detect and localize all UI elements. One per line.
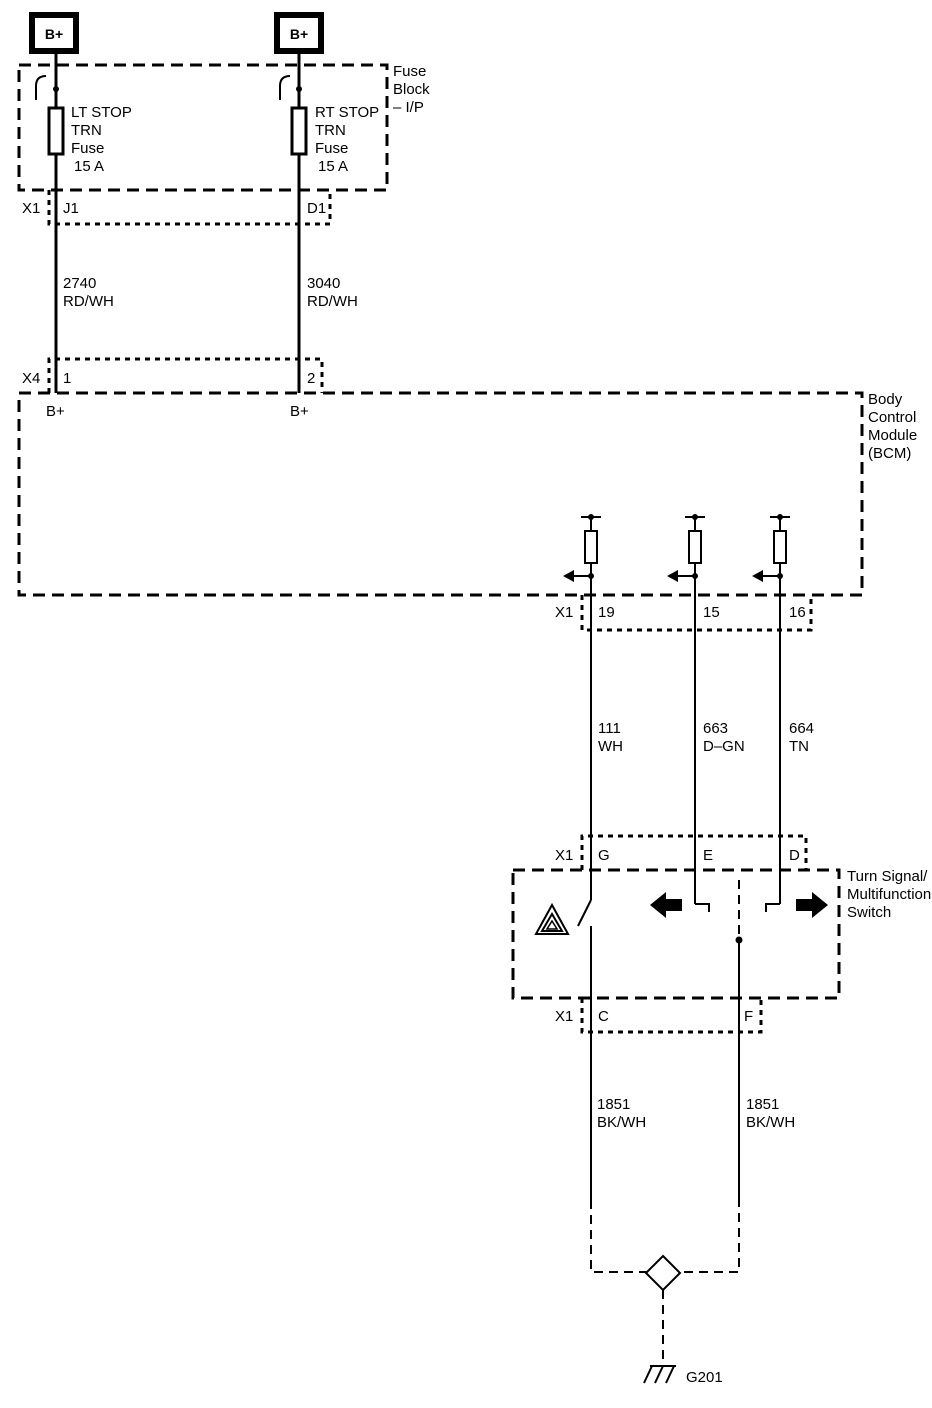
wire-label-1851-f: 1851 BK/WH [746, 1096, 795, 1131]
turn-signal-switch-housing [511, 868, 841, 1000]
svg-text:Multifunction: Multifunction [847, 886, 931, 903]
fuse-left-label: LT STOP TRN Fuse 15 A [71, 104, 132, 175]
bcm-terminal-left: B+ [46, 403, 65, 420]
svg-text:1: 1 [63, 370, 71, 387]
svg-text:F: F [744, 1008, 753, 1025]
svg-text:1851: 1851 [746, 1096, 779, 1113]
svg-text:1851: 1851 [597, 1096, 630, 1113]
svg-text:Fuse: Fuse [393, 63, 426, 80]
svg-text:RD/WH: RD/WH [63, 293, 114, 310]
power-label-right: B+ [290, 26, 308, 42]
bus-hook-left [35, 75, 47, 100]
wire-label-2740: 2740 RD/WH [63, 275, 114, 310]
svg-text:X4: X4 [22, 370, 40, 387]
svg-text:X1: X1 [555, 847, 573, 864]
left-turn-contact [695, 903, 710, 912]
svg-text:Control: Control [868, 409, 916, 426]
power-source-left: B+ [29, 12, 79, 54]
hazard-switch-contact [577, 899, 592, 1032]
turn-signal-switch-label: Turn Signal/ Multifunction Switch [847, 868, 931, 921]
svg-text:111: 111 [598, 720, 621, 737]
connector-bcm-x4: X4 1 2 [22, 357, 324, 393]
svg-text:Body: Body [868, 391, 903, 408]
svg-text:RD/WH: RD/WH [307, 293, 358, 310]
ground-splice-diamond [644, 1254, 682, 1292]
connector-fuse-block-x1: X1 J1 D1 [22, 190, 332, 226]
wire-label-3040: 3040 RD/WH [307, 275, 358, 310]
svg-text:Switch: Switch [847, 904, 891, 921]
fuse-symbol-right [290, 106, 308, 156]
bcm-housing [17, 391, 864, 597]
svg-text:G: G [598, 847, 610, 864]
bcm-terminal-right: B+ [290, 403, 309, 420]
svg-text:19: 19 [598, 604, 615, 621]
svg-text:Fuse: Fuse [315, 140, 348, 157]
svg-text:15 A: 15 A [318, 158, 348, 175]
svg-text:663: 663 [703, 720, 728, 737]
svg-text:2: 2 [307, 370, 315, 387]
splice-dot-left [53, 86, 59, 92]
fuse-right-label: RT STOP TRN Fuse 15 A [315, 104, 379, 175]
svg-text:15 A: 15 A [74, 158, 104, 175]
svg-text:BK/WH: BK/WH [746, 1114, 795, 1131]
fuse-symbol-left [47, 106, 65, 156]
svg-text:D–GN: D–GN [703, 738, 745, 755]
svg-text:664: 664 [789, 720, 814, 737]
svg-text:2740: 2740 [63, 275, 96, 292]
svg-text:– I/P: – I/P [393, 99, 424, 116]
svg-text:D1: D1 [307, 200, 326, 217]
svg-text:TN: TN [789, 738, 809, 755]
left-turn-arrow-icon [650, 892, 682, 918]
wire-label-664: 664 TN [789, 720, 814, 755]
svg-text:15: 15 [703, 604, 720, 621]
svg-text:(BCM): (BCM) [868, 445, 911, 462]
wire-label-663: 663 D–GN [703, 720, 745, 755]
wire-label-1851-c: 1851 BK/WH [597, 1096, 646, 1131]
fuse-block-housing [17, 63, 389, 192]
wire-label-111: 111 WH [598, 720, 623, 755]
svg-text:3040: 3040 [307, 275, 340, 292]
svg-text:Block: Block [393, 81, 430, 98]
svg-text:BK/WH: BK/WH [597, 1114, 646, 1131]
svg-text:X1: X1 [22, 200, 40, 217]
bcm-label: Body Control Module (BCM) [868, 391, 917, 462]
svg-text:X1: X1 [555, 604, 573, 621]
splice-dot-right [296, 86, 302, 92]
svg-text:WH: WH [598, 738, 623, 755]
right-turn-contact [765, 903, 780, 912]
svg-text:TRN: TRN [315, 122, 346, 139]
svg-text:C: C [598, 1008, 609, 1025]
bus-hook-right [279, 75, 291, 100]
svg-text:X1: X1 [555, 1008, 573, 1025]
right-turn-arrow-icon [796, 892, 828, 918]
power-label-left: B+ [45, 26, 63, 42]
svg-text:LT STOP: LT STOP [71, 104, 132, 121]
ground-splice-dashed [590, 1200, 740, 1273]
bcm-input-19 [563, 514, 601, 582]
ground-icon [643, 1365, 676, 1384]
bcm-input-15 [667, 514, 705, 582]
svg-text:RT STOP: RT STOP [315, 104, 379, 121]
ground-label: G201 [686, 1369, 723, 1386]
svg-text:16: 16 [789, 604, 806, 621]
fuse-block-label: Fuse Block – I/P [393, 63, 430, 116]
svg-text:Module: Module [868, 427, 917, 444]
bcm-input-16 [752, 514, 790, 582]
connector-bcm-x1: X1 19 15 16 [555, 595, 813, 632]
connector-switch-x1-bottom: X1 C F [555, 998, 763, 1034]
hazard-warning-icon [534, 902, 570, 935]
power-source-right: B+ [274, 12, 324, 54]
svg-text:Fuse: Fuse [71, 140, 104, 157]
svg-text:D: D [789, 847, 800, 864]
svg-text:J1: J1 [63, 200, 79, 217]
connector-switch-x1-top: X1 G E D [555, 834, 808, 870]
svg-text:TRN: TRN [71, 122, 102, 139]
svg-text:E: E [703, 847, 713, 864]
svg-text:Turn Signal/: Turn Signal/ [847, 868, 928, 885]
